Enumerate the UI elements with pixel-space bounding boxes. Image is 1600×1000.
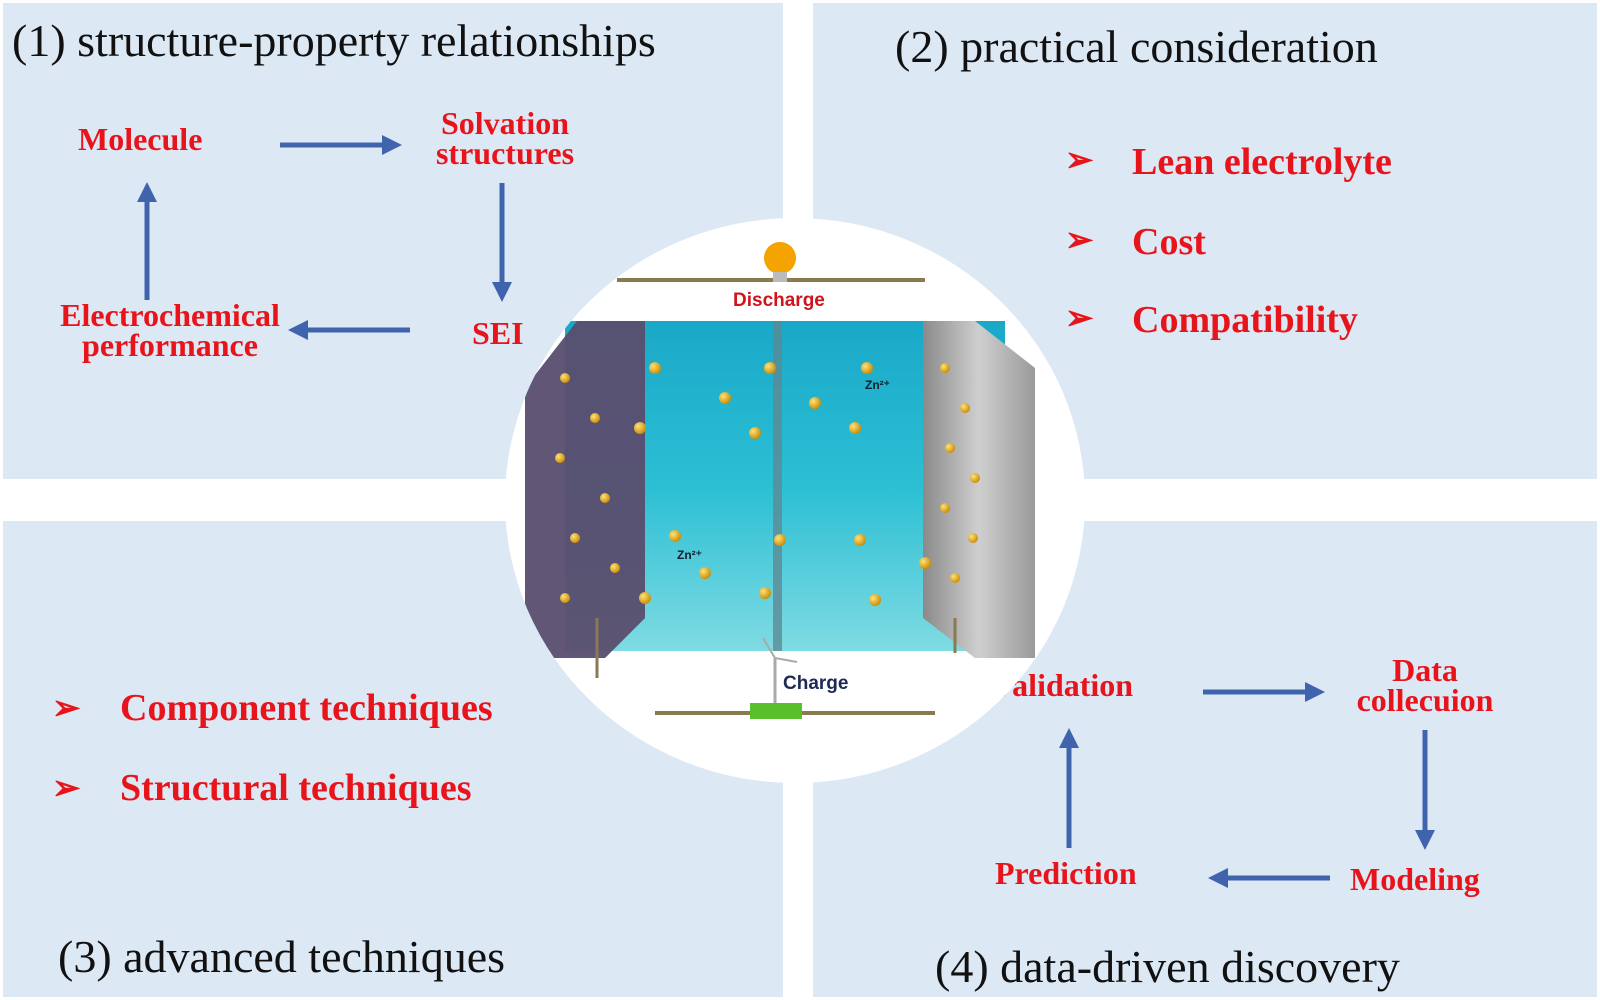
panel-title-4: (4) data-driven discovery: [935, 941, 1400, 992]
node-molecule: Molecule: [78, 121, 203, 157]
ion-label: Zn²⁺: [865, 378, 890, 392]
battery-drawing: [525, 242, 1035, 719]
discharge-label: Discharge: [733, 290, 825, 311]
lightbulb-icon: [764, 242, 796, 282]
battery-illustration: Discharge Charge Zn²⁺ Zn²⁺: [505, 218, 1085, 783]
node-sei: SEI: [472, 315, 524, 351]
node-data-line1: Data: [1392, 652, 1458, 688]
bullet-icon: ➢: [1065, 300, 1094, 337]
bullet-icon: ➢: [52, 690, 81, 727]
node-electro-line1: Electrochemical: [60, 297, 280, 333]
node-solvation-structures: Solvation structures: [420, 105, 590, 171]
node-electrochemical-performance: Electrochemical performance: [25, 297, 315, 363]
item-compatibility: Compatibility: [1132, 299, 1358, 341]
bullet-icon: ➢: [1065, 142, 1094, 179]
node-data-line2: collecuion: [1356, 682, 1494, 718]
wind-turbine-icon: [750, 637, 802, 719]
charge-label: Charge: [783, 673, 849, 694]
node-solvation-line2: structures: [435, 135, 575, 171]
panel-title-2: (2) practical consideration: [895, 21, 1378, 72]
zinc-ion-particles: [555, 362, 980, 606]
ion-label: Zn²⁺: [677, 548, 702, 562]
node-electro-line2: performance: [82, 327, 258, 363]
item-structural-techniques: Structural techniques: [120, 767, 472, 809]
bullet-icon: ➢: [1065, 222, 1094, 259]
panel-title-3: (3) advanced techniques: [58, 931, 506, 982]
node-data-collection: Data collecuion: [1340, 652, 1510, 718]
item-lean-electrolyte: Lean electrolyte: [1132, 141, 1392, 183]
node-solvation-line1: Solvation: [440, 105, 570, 141]
panel-title-1: (1) structure-property relationships: [12, 15, 656, 66]
item-component-techniques: Component techniques: [120, 687, 493, 729]
item-cost: Cost: [1132, 221, 1206, 263]
node-prediction: Prediction: [995, 855, 1137, 891]
bullet-icon: ➢: [52, 770, 81, 807]
node-modeling: Modeling: [1350, 861, 1480, 897]
